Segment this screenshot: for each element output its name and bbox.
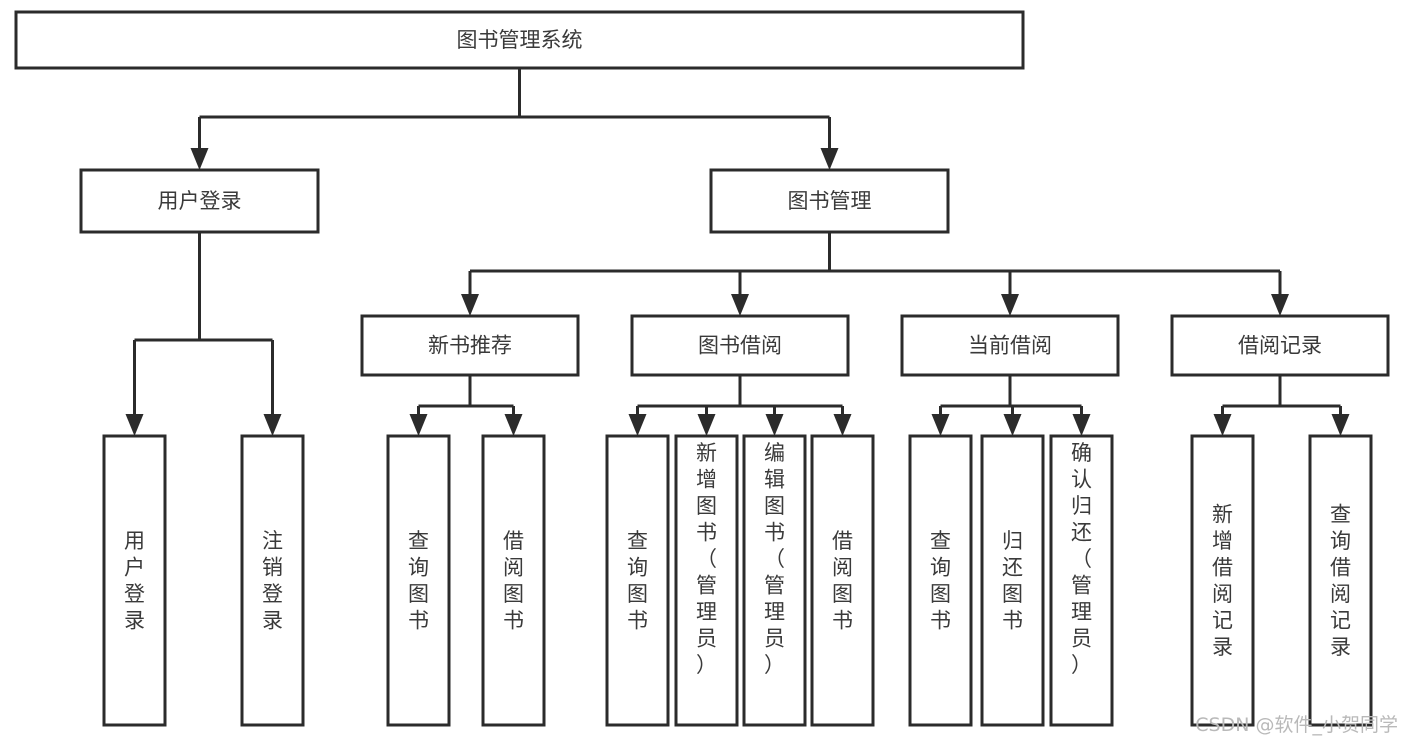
node-box[interactable]: [79, 168, 320, 234]
node-borrow-record[interactable]: 借阅记录: [1170, 314, 1390, 377]
node-label: 当前借阅: [968, 334, 1052, 358]
node-label: 新书推荐: [428, 334, 512, 358]
node-leaf-query-book-cur[interactable]: 查询图书: [908, 434, 973, 727]
node-leaf-query-book-rec[interactable]: 查询图书: [386, 434, 451, 727]
node-label: 用户登录: [158, 189, 242, 213]
node-label: 借阅图书: [503, 529, 524, 633]
node-label: 图书管理: [788, 189, 872, 213]
arrow-head: [409, 414, 428, 436]
node-leaf-borrow-book[interactable]: 借阅图书: [810, 434, 875, 727]
node-box[interactable]: [1049, 434, 1114, 727]
node-box[interactable]: [360, 314, 580, 377]
node-leaf-edit-book[interactable]: 编辑图书（管理员）: [742, 434, 807, 727]
node-current-borrow[interactable]: 当前借阅: [900, 314, 1120, 377]
arrow-head: [731, 294, 749, 316]
arrow-head: [820, 148, 839, 170]
node-book-borrow[interactable]: 图书借阅: [630, 314, 850, 377]
arrow-head: [1271, 294, 1289, 316]
node-box[interactable]: [481, 434, 546, 727]
arrow-head: [1001, 294, 1019, 316]
arrow-head: [461, 294, 479, 316]
node-label: 确认归还（管理员）: [1071, 441, 1092, 677]
node-leaf-return-book[interactable]: 归还图书: [980, 434, 1045, 727]
node-leaf-query-record[interactable]: 查询借阅记录: [1308, 434, 1373, 727]
node-box[interactable]: [630, 314, 850, 377]
arrow-head: [263, 414, 282, 436]
arrow-head: [1072, 414, 1091, 436]
node-label: 归还图书: [1002, 529, 1023, 633]
node-box[interactable]: [386, 434, 451, 727]
node-box[interactable]: [980, 434, 1045, 727]
arrow-head: [697, 414, 716, 436]
node-label: 借阅记录: [1238, 334, 1322, 358]
csdn-watermark: CSDN @软件_小贺同学: [1195, 714, 1398, 736]
node-box[interactable]: [709, 168, 950, 234]
node-label: 查询图书: [930, 529, 951, 633]
node-box[interactable]: [742, 434, 807, 727]
node-box[interactable]: [605, 434, 670, 727]
node-label: 新增借阅记录: [1212, 503, 1233, 660]
node-label: 新增图书（管理员）: [696, 441, 717, 677]
node-label: 查询图书: [627, 529, 648, 633]
connectors-layer: [125, 68, 1350, 436]
node-leaf-borrow-book-rec[interactable]: 借阅图书: [481, 434, 546, 727]
node-user-login[interactable]: 用户登录: [79, 168, 320, 234]
arrow-head: [628, 414, 647, 436]
arrow-head: [1003, 414, 1022, 436]
node-box[interactable]: [674, 434, 739, 727]
node-box[interactable]: [810, 434, 875, 727]
node-leaf-user-logout[interactable]: 注销登录: [240, 434, 305, 727]
node-label: 注销登录: [262, 529, 283, 633]
node-box[interactable]: [1190, 434, 1255, 727]
node-leaf-add-book[interactable]: 新增图书（管理员）: [674, 434, 739, 727]
node-book-manage[interactable]: 图书管理: [709, 168, 950, 234]
node-root[interactable]: 图书管理系统: [14, 10, 1025, 70]
node-label: 编辑图书（管理员）: [764, 441, 785, 677]
arrow-head: [1331, 414, 1350, 436]
node-box[interactable]: [240, 434, 305, 727]
node-leaf-query-book-borrow[interactable]: 查询图书: [605, 434, 670, 727]
node-box[interactable]: [908, 434, 973, 727]
arrow-head: [1213, 414, 1232, 436]
node-label: 借阅图书: [832, 529, 853, 633]
arrow-head: [504, 414, 523, 436]
node-box[interactable]: [1170, 314, 1390, 377]
node-box[interactable]: [900, 314, 1120, 377]
node-label: 用户登录: [124, 529, 145, 633]
node-leaf-confirm-return[interactable]: 确认归还（管理员）: [1049, 434, 1114, 727]
node-new-book-recommend[interactable]: 新书推荐: [360, 314, 580, 377]
arrow-head: [125, 414, 144, 436]
arrow-head: [833, 414, 852, 436]
node-leaf-add-record[interactable]: 新增借阅记录: [1190, 434, 1255, 727]
node-label: 查询图书: [408, 529, 429, 633]
node-label: 图书借阅: [698, 334, 782, 358]
node-box[interactable]: [102, 434, 167, 727]
arrow-head: [190, 148, 209, 170]
arrow-head: [931, 414, 950, 436]
node-label: 查询借阅记录: [1330, 503, 1351, 660]
node-leaf-user-login[interactable]: 用户登录: [102, 434, 167, 727]
nodes-layer: 图书管理系统用户登录图书管理新书推荐图书借阅当前借阅借阅记录用户登录注销登录查询…: [14, 10, 1390, 727]
node-label: 图书管理系统: [457, 28, 583, 52]
node-box[interactable]: [1308, 434, 1373, 727]
node-box[interactable]: [14, 10, 1025, 70]
arrow-head: [765, 414, 784, 436]
